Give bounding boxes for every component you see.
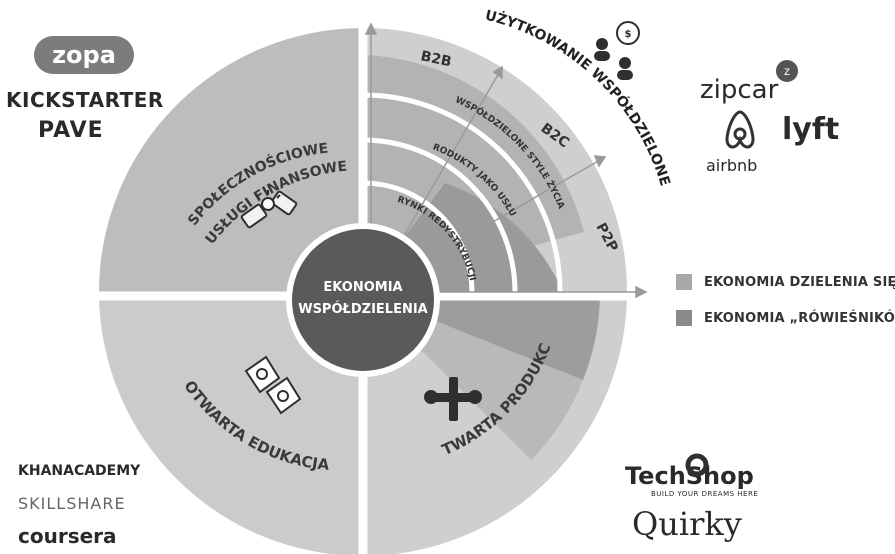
- zipcar-logo: zipcar: [700, 75, 779, 105]
- airbnb-icon: [725, 110, 755, 149]
- center-circle: [286, 223, 440, 377]
- center-label-line1: EKONOMIA: [323, 280, 402, 295]
- khanacademy-logo: KHANACADEMY: [18, 463, 141, 479]
- skillshare-logo: SKILLSHARE: [18, 494, 126, 513]
- tools-icon: [424, 377, 482, 421]
- zopa-logo: zopa: [34, 36, 134, 74]
- pave-logo: PAVE: [38, 118, 104, 143]
- center-label-line2: WSPÓŁDZIELENIA: [298, 301, 428, 317]
- legend-item-peer: EKONOMIA „RÓWIEŚNIKÓW”: [676, 310, 895, 326]
- zipcar-badge-icon: z: [776, 60, 798, 82]
- heads-gears-icon: [244, 355, 302, 415]
- people-money-icon: $: [594, 21, 640, 80]
- legend-swatch-sharing: [676, 274, 692, 290]
- ring-band-middle: [362, 137, 518, 293]
- airbnb-logo: airbnb: [706, 156, 758, 175]
- sector-bottom-left: [99, 292, 363, 554]
- sector-top-left: [99, 28, 363, 292]
- kickstarter-logo: KICKSTARTER: [6, 88, 164, 112]
- quirky-logo: Quirky: [632, 505, 742, 543]
- handshake-bulb-icon: [240, 190, 298, 229]
- legend-swatch-peer: [676, 310, 692, 326]
- coursera-logo: coursera: [18, 524, 117, 548]
- legend-label-peer: EKONOMIA „RÓWIEŚNIKÓW”: [704, 310, 895, 326]
- svg-text:$: $: [625, 29, 632, 40]
- ring-band-inner: [362, 180, 475, 293]
- ring-band-outer: [362, 92, 563, 293]
- axis-label-b2b: B2B: [419, 48, 453, 70]
- gear-icon: [685, 453, 709, 477]
- legend-label-sharing: EKONOMIA DZIELENIA SIĘ: [704, 274, 895, 290]
- legend-item-sharing: EKONOMIA DZIELENIA SIĘ: [676, 274, 895, 290]
- techshop-tagline: BUILD YOUR DREAMS HERE: [651, 490, 759, 498]
- lyft-logo: lyft: [782, 112, 840, 147]
